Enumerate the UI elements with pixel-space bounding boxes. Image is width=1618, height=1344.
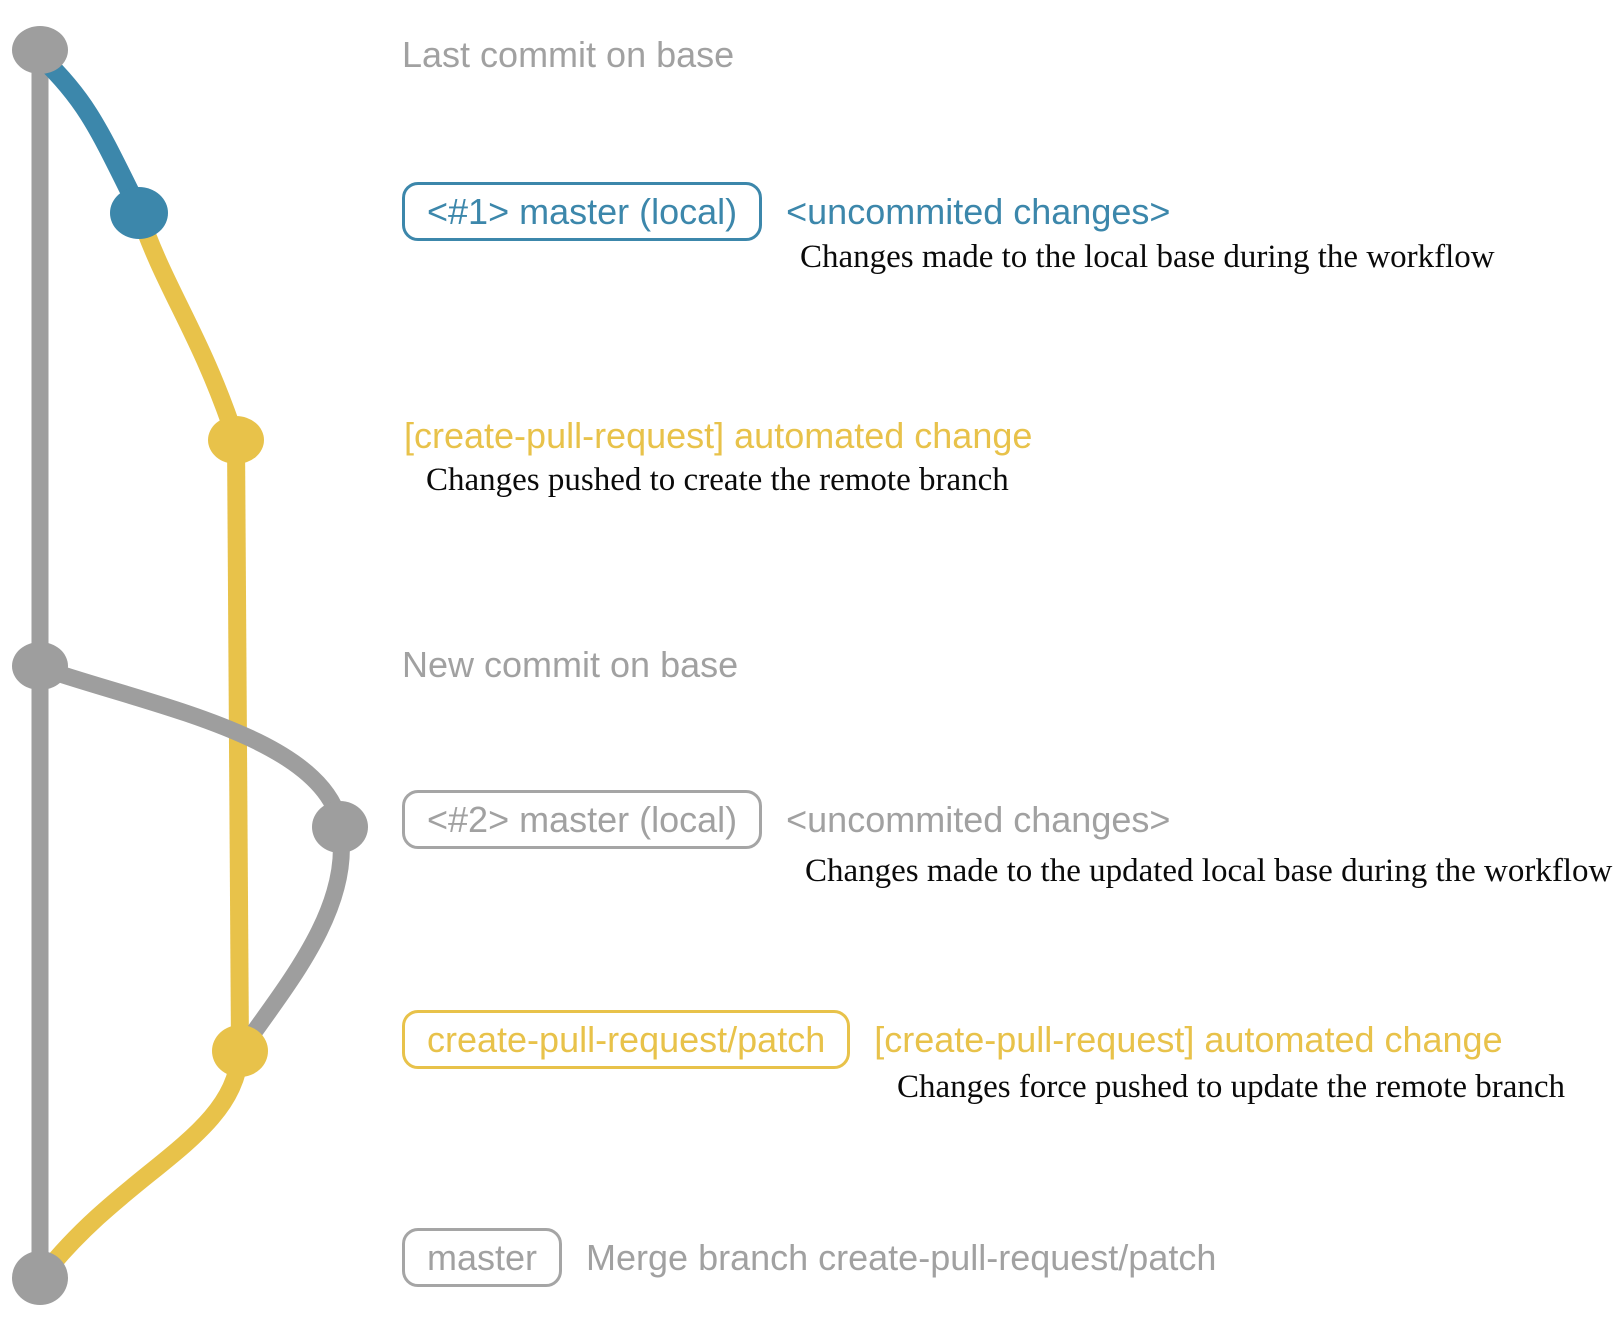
row-merge-commit: master Merge branch create-pull-request/… bbox=[402, 1228, 1217, 1288]
row-last-commit-on-base: Last commit on base bbox=[402, 33, 734, 76]
commit-graph bbox=[12, 26, 368, 1305]
commit-dot-workflow-1-local bbox=[110, 187, 168, 239]
merge-commit-message: Merge branch create-pull-request/patch bbox=[586, 1237, 1217, 1278]
new-commit-on-base-label: New commit on base bbox=[402, 644, 739, 685]
local-branch-2-to-remote-line bbox=[235, 828, 350, 1054]
detail-local-commit-2: Changes made to the updated local base d… bbox=[805, 853, 1613, 889]
uncommited-changes-note-1: <uncommited changes> bbox=[786, 191, 1171, 232]
commit-dot-workflow-2-local bbox=[312, 801, 368, 853]
detail-local-commit-1: Changes made to the local base during th… bbox=[800, 239, 1495, 275]
remote-branch-vertical-line bbox=[227, 439, 249, 1052]
row-create-pull-request-push: [create-pull-request] automated change bbox=[404, 414, 1032, 457]
row-local-commit-2: <#2> master (local) <uncommited changes> bbox=[402, 790, 1171, 850]
local-branch-1-line bbox=[32, 48, 149, 220]
automated-change-title-1: [create-pull-request] automated change bbox=[404, 415, 1033, 456]
row-new-commit-on-base: New commit on base bbox=[402, 643, 738, 686]
branch-badge-master-local-2: <#2> master (local) bbox=[402, 790, 763, 850]
commit-dot-last-commit-on-base bbox=[12, 26, 68, 74]
remote-branch-merge-line bbox=[36, 1052, 249, 1280]
local-branch-2-line bbox=[39, 659, 349, 827]
commit-dot-create-pull-request-push bbox=[208, 416, 264, 464]
branch-badge-create-pull-request-patch: create-pull-request/patch bbox=[402, 1010, 851, 1070]
automated-change-title-2: [create-pull-request] automated change bbox=[874, 1019, 1503, 1060]
branch-badge-master: master bbox=[402, 1228, 563, 1288]
row-create-pull-request-force-push: create-pull-request/patch [create-pull-r… bbox=[402, 1010, 1503, 1070]
detail-create-pull-request-push: Changes pushed to create the remote bran… bbox=[426, 462, 1009, 498]
row-local-commit-1: <#1> master (local) <uncommited changes> bbox=[402, 182, 1171, 242]
remote-branch-create-line bbox=[130, 210, 245, 443]
uncommited-changes-note-2: <uncommited changes> bbox=[786, 799, 1171, 840]
commit-dot-new-commit-on-base bbox=[12, 642, 68, 690]
commit-dot-merge bbox=[12, 1251, 68, 1305]
last-commit-on-base-label: Last commit on base bbox=[402, 34, 735, 75]
branch-badge-master-local-1: <#1> master (local) bbox=[402, 182, 763, 242]
commit-dot-create-pull-request-force-push bbox=[212, 1025, 268, 1077]
detail-create-pull-request-force-push: Changes force pushed to update the remot… bbox=[897, 1069, 1566, 1105]
